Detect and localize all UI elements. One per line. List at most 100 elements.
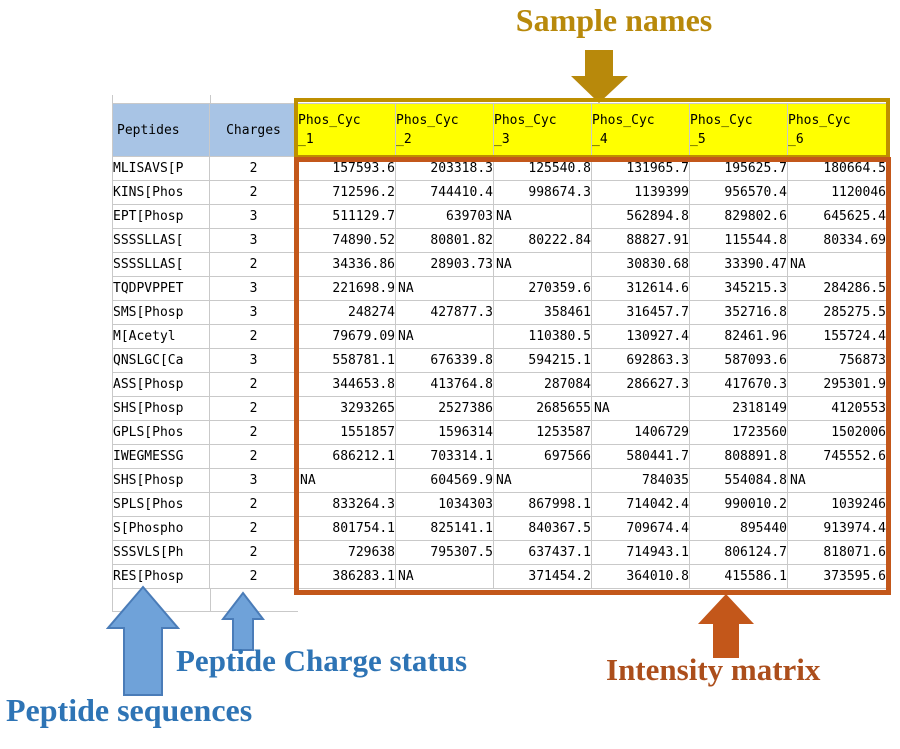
intensity-cell[interactable]: 88827.91 xyxy=(591,228,690,253)
charge-cell[interactable]: 3 xyxy=(209,300,298,325)
intensity-cell[interactable]: 312614.6 xyxy=(591,276,690,301)
intensity-cell[interactable]: 125540.8 xyxy=(493,156,592,181)
peptide-cell[interactable]: M[Acetyl xyxy=(112,324,210,349)
intensity-cell[interactable]: 744410.4 xyxy=(395,180,494,205)
intensity-cell[interactable]: 795307.5 xyxy=(395,540,494,565)
intensity-cell[interactable]: 645625.4 xyxy=(787,204,887,229)
col-header-phos_cyc_1[interactable]: Phos_Cyc_1 xyxy=(297,103,396,157)
intensity-cell[interactable]: 594215.1 xyxy=(493,348,592,373)
peptide-cell[interactable]: MLISAVS[P xyxy=(112,156,210,181)
intensity-cell[interactable]: 33390.47 xyxy=(689,252,788,277)
peptide-cell[interactable]: RES[Phosp xyxy=(112,564,210,589)
peptide-cell[interactable]: ASS[Phosp xyxy=(112,372,210,397)
intensity-cell[interactable]: 729638 xyxy=(297,540,396,565)
col-header-phos_cyc_5[interactable]: Phos_Cyc_5 xyxy=(689,103,788,157)
intensity-cell[interactable]: 344653.8 xyxy=(297,372,396,397)
charge-cell[interactable]: 2 xyxy=(209,492,298,517)
peptide-cell[interactable]: EPT[Phosp xyxy=(112,204,210,229)
intensity-cell[interactable]: 840367.5 xyxy=(493,516,592,541)
col-header-charges[interactable]: Charges xyxy=(209,103,298,157)
intensity-cell[interactable]: 2318149 xyxy=(689,396,788,421)
charge-cell[interactable]: 2 xyxy=(209,372,298,397)
charge-cell[interactable]: 2 xyxy=(209,252,298,277)
intensity-cell[interactable]: 587093.6 xyxy=(689,348,788,373)
intensity-cell[interactable]: 155724.4 xyxy=(787,324,887,349)
intensity-cell[interactable]: 745552.6 xyxy=(787,444,887,469)
intensity-cell[interactable]: 580441.7 xyxy=(591,444,690,469)
intensity-cell[interactable]: 115544.8 xyxy=(689,228,788,253)
intensity-cell[interactable]: 79679.09 xyxy=(297,324,396,349)
peptide-cell[interactable]: SSSVLS[Ph xyxy=(112,540,210,565)
intensity-cell[interactable]: 784035 xyxy=(591,468,690,493)
peptide-cell[interactable]: QNSLGC[Ca xyxy=(112,348,210,373)
peptide-cell[interactable]: SMS[Phosp xyxy=(112,300,210,325)
charge-cell[interactable]: 2 xyxy=(209,420,298,445)
peptide-cell[interactable]: SSSSLLAS[ xyxy=(112,228,210,253)
intensity-cell[interactable]: 285275.5 xyxy=(787,300,887,325)
peptide-cell[interactable]: SHS[Phosp xyxy=(112,468,210,493)
intensity-cell[interactable]: 895440 xyxy=(689,516,788,541)
intensity-cell[interactable]: 295301.9 xyxy=(787,372,887,397)
intensity-cell[interactable]: 80801.82 xyxy=(395,228,494,253)
intensity-cell[interactable]: 270359.6 xyxy=(493,276,592,301)
intensity-cell[interactable]: 34336.86 xyxy=(297,252,396,277)
charge-cell[interactable]: 2 xyxy=(209,564,298,589)
intensity-cell[interactable]: 990010.2 xyxy=(689,492,788,517)
intensity-cell[interactable]: 801754.1 xyxy=(297,516,396,541)
intensity-cell[interactable]: 110380.5 xyxy=(493,324,592,349)
charge-cell[interactable]: 3 xyxy=(209,348,298,373)
intensity-cell[interactable]: 1039246 xyxy=(787,492,887,517)
intensity-cell[interactable]: 221698.9 xyxy=(297,276,396,301)
charge-cell[interactable]: 3 xyxy=(209,468,298,493)
charge-cell[interactable]: 2 xyxy=(209,180,298,205)
intensity-cell[interactable]: 604569.9 xyxy=(395,468,494,493)
intensity-cell[interactable]: NA xyxy=(297,468,396,493)
peptide-cell[interactable]: SHS[Phosp xyxy=(112,396,210,421)
intensity-cell[interactable]: 286627.3 xyxy=(591,372,690,397)
col-header-phos_cyc_4[interactable]: Phos_Cyc_4 xyxy=(591,103,690,157)
intensity-cell[interactable]: NA xyxy=(395,276,494,301)
intensity-cell[interactable]: 427877.3 xyxy=(395,300,494,325)
intensity-cell[interactable]: 1502006 xyxy=(787,420,887,445)
intensity-cell[interactable]: 82461.96 xyxy=(689,324,788,349)
charge-cell[interactable]: 3 xyxy=(209,228,298,253)
intensity-cell[interactable]: 1596314 xyxy=(395,420,494,445)
peptide-cell[interactable]: SPLS[Phos xyxy=(112,492,210,517)
intensity-cell[interactable]: 639703 xyxy=(395,204,494,229)
intensity-cell[interactable]: 345215.3 xyxy=(689,276,788,301)
intensity-cell[interactable]: 415586.1 xyxy=(689,564,788,589)
intensity-cell[interactable]: 74890.52 xyxy=(297,228,396,253)
intensity-cell[interactable]: 4120553 xyxy=(787,396,887,421)
intensity-cell[interactable]: 913974.4 xyxy=(787,516,887,541)
intensity-cell[interactable]: 80334.69 xyxy=(787,228,887,253)
intensity-cell[interactable]: 511129.7 xyxy=(297,204,396,229)
intensity-cell[interactable]: 806124.7 xyxy=(689,540,788,565)
intensity-cell[interactable]: 180664.5 xyxy=(787,156,887,181)
intensity-cell[interactable]: 818071.6 xyxy=(787,540,887,565)
intensity-cell[interactable]: 373595.6 xyxy=(787,564,887,589)
intensity-cell[interactable]: NA xyxy=(591,396,690,421)
charge-cell[interactable]: 2 xyxy=(209,396,298,421)
intensity-cell[interactable]: 562894.8 xyxy=(591,204,690,229)
intensity-cell[interactable]: 2685655 xyxy=(493,396,592,421)
intensity-cell[interactable]: 1139399 xyxy=(591,180,690,205)
intensity-cell[interactable]: 386283.1 xyxy=(297,564,396,589)
intensity-cell[interactable]: NA xyxy=(787,252,887,277)
charge-cell[interactable]: 3 xyxy=(209,204,298,229)
intensity-cell[interactable]: NA xyxy=(395,324,494,349)
intensity-cell[interactable]: 413764.8 xyxy=(395,372,494,397)
col-header-phos_cyc_3[interactable]: Phos_Cyc_3 xyxy=(493,103,592,157)
intensity-cell[interactable]: 1034303 xyxy=(395,492,494,517)
intensity-cell[interactable]: 712596.2 xyxy=(297,180,396,205)
col-header-phos_cyc_6[interactable]: Phos_Cyc_6 xyxy=(787,103,887,157)
intensity-cell[interactable]: 3293265 xyxy=(297,396,396,421)
intensity-cell[interactable]: 558781.1 xyxy=(297,348,396,373)
intensity-cell[interactable]: 686212.1 xyxy=(297,444,396,469)
intensity-cell[interactable]: 284286.5 xyxy=(787,276,887,301)
intensity-cell[interactable]: 157593.6 xyxy=(297,156,396,181)
intensity-cell[interactable]: 316457.7 xyxy=(591,300,690,325)
intensity-cell[interactable]: 703314.1 xyxy=(395,444,494,469)
peptide-cell[interactable]: IWEGMESSG xyxy=(112,444,210,469)
col-header-peptides[interactable]: Peptides xyxy=(112,103,210,157)
intensity-cell[interactable]: 80222.84 xyxy=(493,228,592,253)
